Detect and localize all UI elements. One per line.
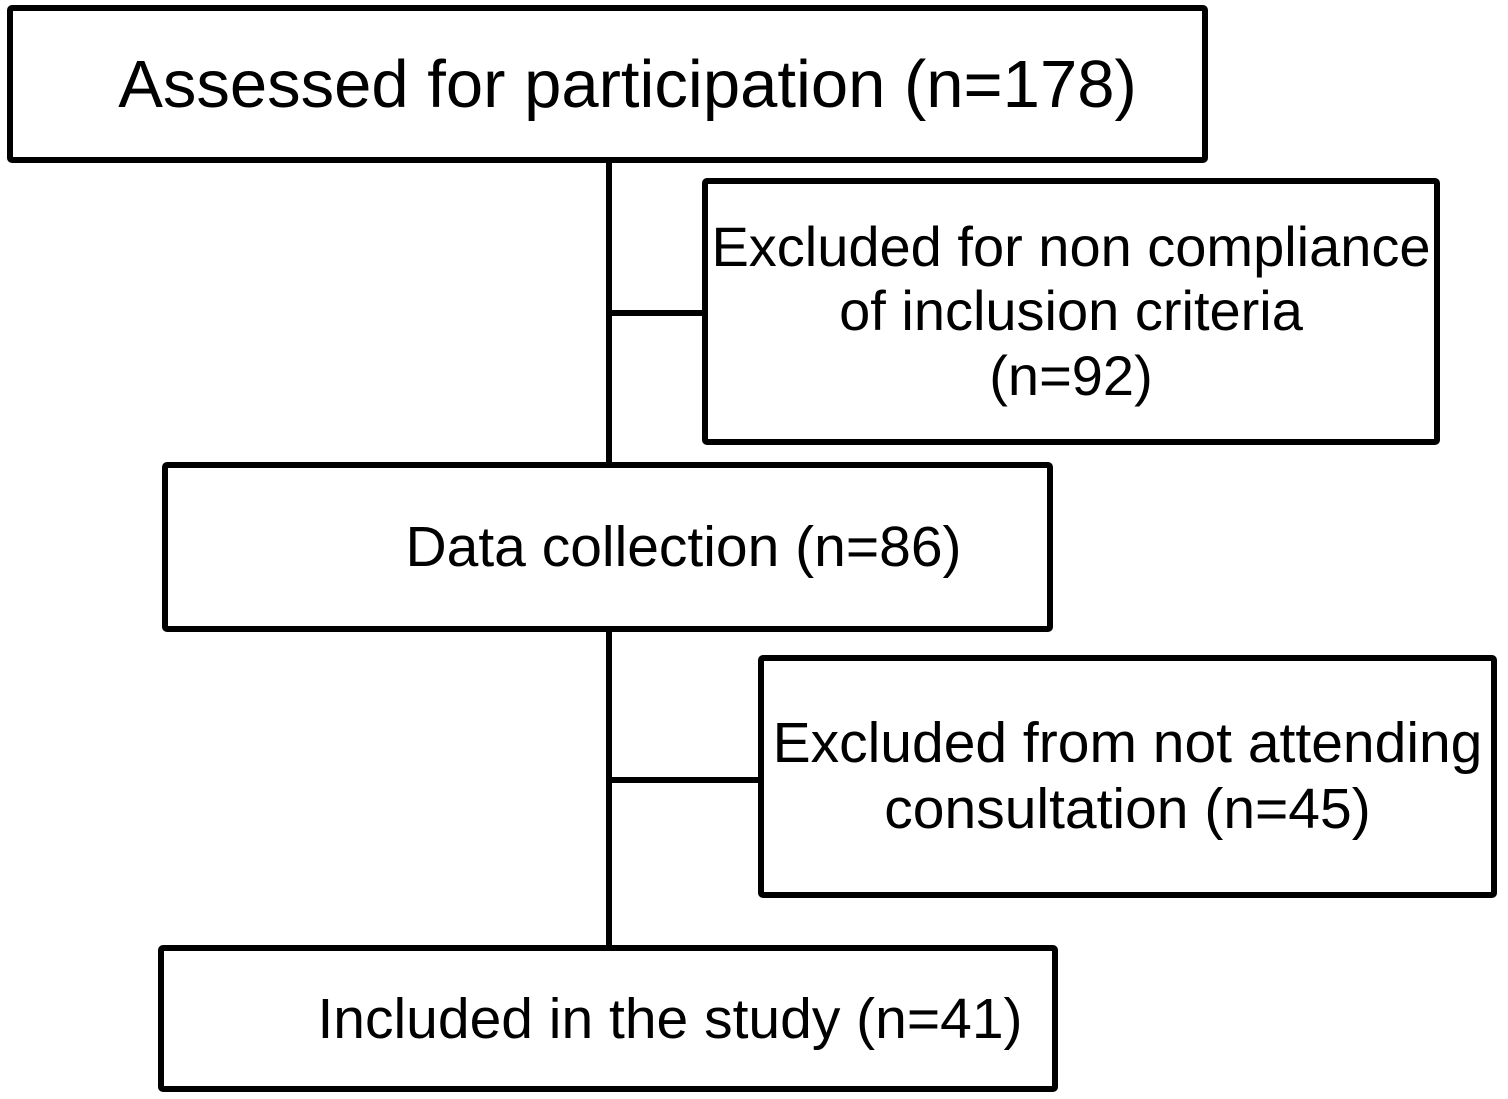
- box-included-in-study-label: Included in the study (n=41): [317, 986, 1023, 1051]
- box-excluded-not-attending-line-1: Excluded from not attending: [772, 710, 1483, 775]
- box-excluded-non-compliance-line-3: (n=92): [989, 343, 1153, 407]
- connector-horizontal-excluded-inclusion: [609, 310, 705, 316]
- box-assessed-label: Assessed for participation (n=178): [118, 46, 1137, 122]
- box-assessed-for-participation: Assessed for participation (n=178): [7, 5, 1208, 163]
- connector-horizontal-excluded-consultation: [609, 777, 761, 783]
- box-included-in-study: Included in the study (n=41): [158, 945, 1058, 1092]
- connector-vertical-bottom: [606, 629, 612, 948]
- box-data-collection: Data collection (n=86): [162, 462, 1053, 632]
- box-excluded-not-attending-line-2: consultation (n=45): [884, 776, 1371, 841]
- box-excluded-non-compliance-line-2: of inclusion criteria: [839, 279, 1303, 343]
- box-data-collection-label: Data collection (n=86): [405, 515, 962, 579]
- box-excluded-non-compliance: Excluded for non compliance of inclusion…: [702, 178, 1440, 445]
- box-excluded-non-compliance-line-1: Excluded for non compliance: [711, 214, 1431, 278]
- box-excluded-not-attending: Excluded from not attending consultation…: [758, 655, 1497, 898]
